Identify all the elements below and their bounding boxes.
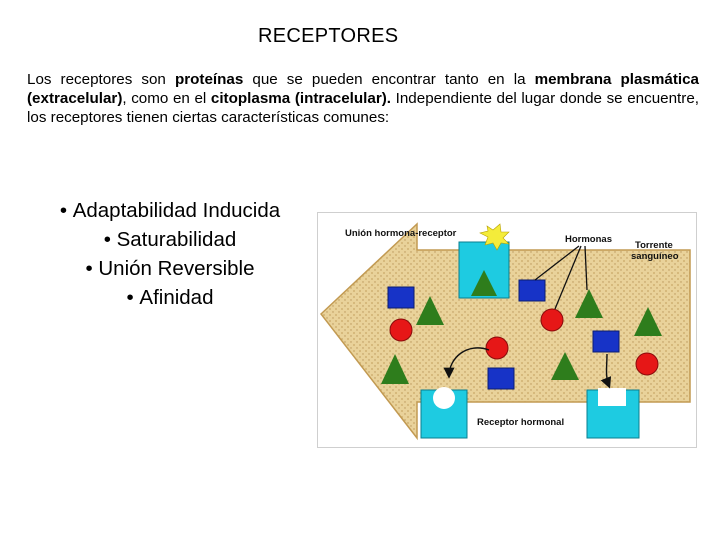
hormone-square: [487, 367, 515, 390]
list-item: Adaptabilidad Inducida: [20, 196, 320, 225]
label-torrente: Torrente: [635, 240, 673, 251]
hormone-triangle: [634, 307, 662, 336]
hormone-circle: [635, 352, 659, 376]
receptor-diagram: Unión hormona-receptor Hormonas Torrente…: [317, 212, 697, 448]
binding-burst-icon: [479, 223, 510, 251]
hormone-circle: [540, 308, 564, 332]
hormone-triangle: [416, 296, 444, 325]
hormone-square: [387, 286, 415, 309]
intro-bold-membrana: membrana plasmática (extracelular): [27, 71, 700, 107]
binding-arrow-left: [443, 347, 490, 379]
membrane-arrow-background: [319, 222, 691, 441]
intro-bold-citoplasma: citoplasma (intracelular).: [210, 90, 392, 107]
leader-line: [554, 245, 582, 310]
intro-text-2: que se pueden encontrar tanto en la: [243, 71, 535, 88]
label-hormonas: Hormonas: [565, 234, 612, 245]
intro-text-3: , como en el: [122, 90, 211, 107]
intro-paragraph: Los receptores son proteínas que se pued…: [27, 70, 699, 127]
hormone-square: [592, 330, 620, 353]
list-item: Saturabilidad: [20, 225, 320, 254]
hormone-triangle: [381, 354, 409, 384]
intro-bold-proteinas: proteínas: [174, 71, 244, 88]
receptor-square-site: [598, 388, 626, 406]
receptor-circle-site: [433, 387, 455, 409]
label-union-hormona-receptor: Unión hormona-receptor: [345, 228, 457, 239]
hormone-triangle: [551, 352, 579, 380]
list-item: Afinidad: [20, 283, 320, 312]
hormone-triangle: [575, 289, 603, 318]
bound-hormone-triangle: [471, 270, 497, 296]
label-receptor-hormonal: Receptor hormonal: [477, 417, 564, 428]
leader-line: [534, 245, 580, 281]
binding-arrow-right: [600, 353, 612, 389]
page-title: RECEPTORES: [258, 25, 399, 47]
leader-line: [584, 245, 588, 291]
list-item: Unión Reversible: [20, 254, 320, 283]
hormone-circle: [485, 336, 509, 360]
receptor-diagram-svg: Unión hormona-receptor Hormonas Torrente…: [317, 212, 697, 448]
label-sanguineo: sanguíneo: [631, 251, 679, 262]
intro-text-4: Independiente del lugar donde se encuent…: [27, 90, 699, 126]
characteristics-list: Adaptabilidad Inducida Saturabilidad Uni…: [20, 196, 320, 312]
intro-text-1: Los receptores son: [27, 71, 175, 88]
hormone-square: [518, 279, 546, 302]
hormone-circle: [389, 318, 413, 342]
